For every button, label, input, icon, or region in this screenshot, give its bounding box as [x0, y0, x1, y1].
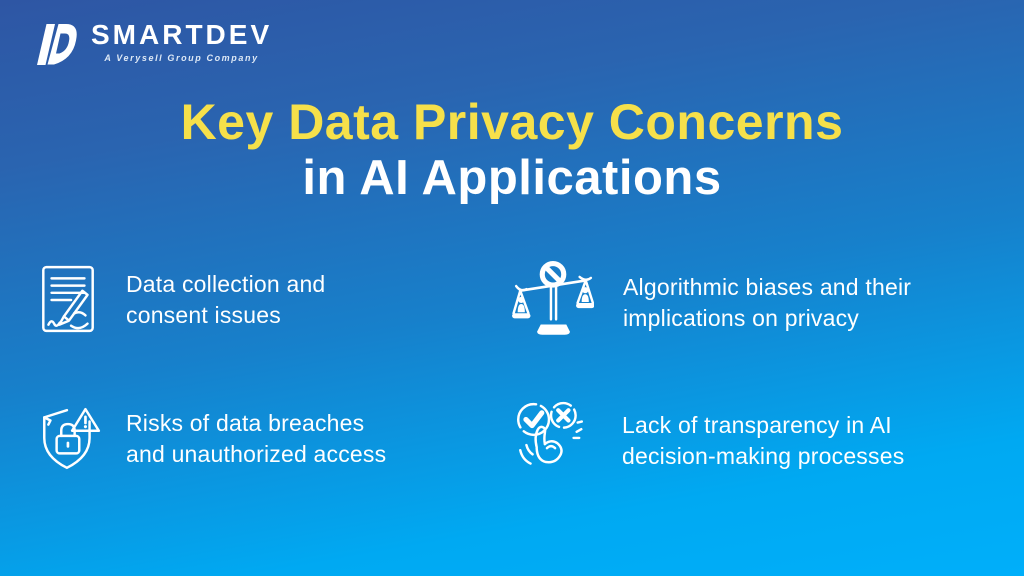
smartdev-d-logo-icon [37, 24, 77, 65]
list-item-label: Lack of transparency in AI decision-maki… [622, 411, 905, 470]
page-title-line1: Key Data Privacy Concerns [180, 94, 844, 150]
list-item-data-breaches: Risks of data breaches and unauthorized … [36, 404, 386, 474]
brand-text: SMARTDEV A Verysell Group Company [91, 19, 273, 64]
brand-name: SMARTDEV [91, 19, 273, 50]
page-title: Key Data Privacy Concerns in AI Applicat… [0, 94, 1024, 206]
brand-tagline: A Verysell Group Company [104, 53, 259, 63]
list-item-data-collection: Data collection and consent issues [40, 264, 325, 336]
biased-scales-icon [512, 261, 594, 335]
list-item-lack-of-transparency: Lack of transparency in AI decision-maki… [512, 400, 904, 482]
decision-check-cross-hand-icon [516, 401, 584, 465]
list-item-label: Data collection and consent issues [126, 270, 326, 329]
list-item-algorithmic-biases: Algorithmic biases and their implication… [512, 260, 911, 346]
list-item-label: Algorithmic biases and their implication… [623, 273, 912, 332]
shield-lock-warning-icon [43, 407, 101, 470]
brand-logo: SMARTDEV A Verysell Group Company [34, 20, 272, 68]
list-item-label: Risks of data breaches and unauthorized … [126, 409, 387, 468]
page-title-line2: in AI Applications [302, 151, 722, 205]
consent-document-pen-icon [42, 265, 94, 333]
